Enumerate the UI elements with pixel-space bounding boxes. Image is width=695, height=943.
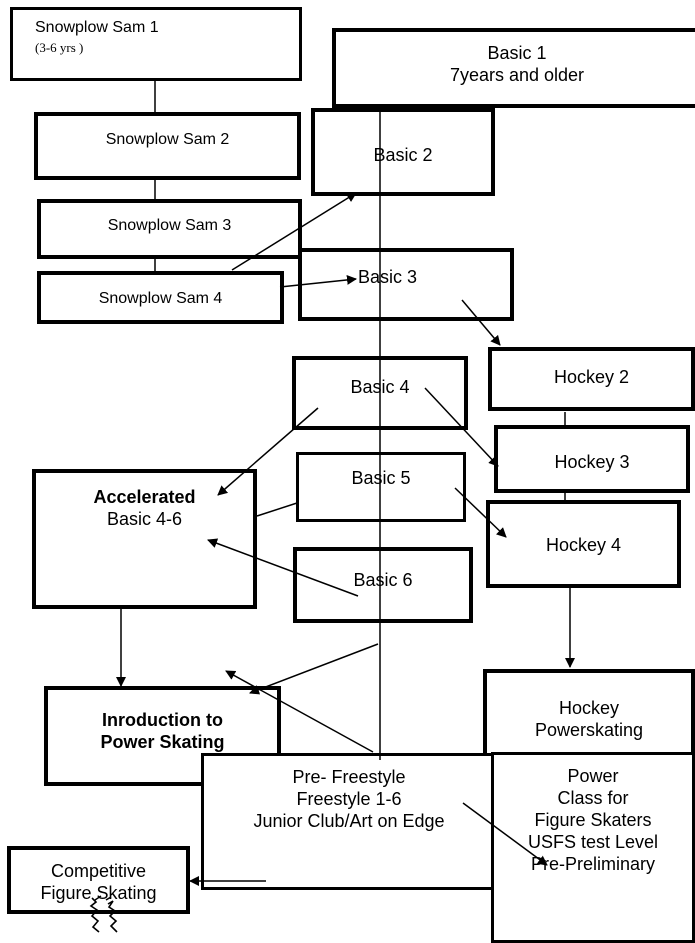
basic-2-label: Basic 2 — [373, 145, 433, 165]
snowplow-sam-2-label: Snowplow Sam 2 — [105, 131, 230, 148]
freestyle-line3: Junior Club/Art on Edge — [253, 811, 445, 831]
intro-power-line2: Power Skating — [100, 732, 225, 752]
box-basic-6: Basic 6 — [293, 547, 473, 623]
line-basic5-accelerated — [256, 502, 298, 517]
box-basic-4: Basic 4 — [292, 356, 468, 430]
snowplow-sam-3-label: Snowplow Sam 3 — [107, 217, 232, 234]
power-figure-line1: Power — [567, 766, 619, 786]
basic-3-label: Basic 3 — [358, 267, 418, 287]
box-basic-2: Basic 2 — [311, 108, 495, 196]
box-snowplow-sam-2: Snowplow Sam 2 — [34, 112, 301, 180]
box-basic-5: Basic 5 — [296, 452, 466, 522]
basic-1-label: Basic 1 — [487, 43, 547, 63]
power-figure-line3: Figure Skaters — [534, 810, 652, 830]
intro-power-line1: Inroduction to — [102, 710, 223, 730]
competitive-line1: Competitive — [50, 861, 147, 881]
box-hockey-3: Hockey 3 — [494, 425, 690, 493]
power-figure-line2: Class for — [557, 788, 629, 808]
hockey-2-label: Hockey 2 — [553, 367, 630, 387]
power-figure-line5: Pre-Preliminary — [530, 854, 656, 874]
basic-5-label: Basic 5 — [351, 468, 411, 488]
box-hockey-4: Hockey 4 — [486, 500, 681, 588]
box-accelerated: Accelerated Basic 4-6 — [32, 469, 257, 609]
figure-skater-icon — [89, 895, 118, 933]
box-power-figure-skaters: Power Class for Figure Skaters USFS test… — [491, 752, 695, 943]
freestyle-line1: Pre- Freestyle — [292, 767, 406, 787]
box-snowplow-sam-3: Snowplow Sam 3 — [37, 199, 302, 259]
hockey-3-label: Hockey 3 — [554, 452, 630, 472]
snowplow-sam-4-label: Snowplow Sam 4 — [98, 290, 223, 307]
power-figure-line4: USFS test Level — [527, 832, 659, 852]
basic-1-age: 7years and older — [449, 65, 585, 85]
box-hockey-2: Hockey 2 — [488, 347, 695, 411]
snowplow-sam-1-age: (3-6 yrs ) — [35, 40, 84, 55]
freestyle-line2: Freestyle 1-6 — [296, 789, 402, 809]
hockey-power-line2: Powerskating — [534, 720, 644, 740]
basic-4-label: Basic 4 — [350, 377, 410, 397]
basic-6-label: Basic 6 — [353, 570, 413, 590]
hockey-4-label: Hockey 4 — [545, 535, 622, 555]
accelerated-title: Accelerated — [93, 487, 196, 507]
box-basic-1: Basic 1 7years and older — [332, 28, 695, 108]
box-snowplow-sam-1: Snowplow Sam 1 (3-6 yrs ) — [10, 7, 302, 81]
accelerated-subtitle: Basic 4-6 — [106, 509, 183, 529]
box-basic-3: Basic 3 — [298, 248, 514, 321]
box-competitive-figure-skating: Competitive Figure Skating — [7, 846, 190, 914]
hockey-power-line1: Hockey — [558, 698, 620, 718]
competitive-line2: Figure Skating — [40, 883, 157, 903]
box-freestyle: Pre- Freestyle Freestyle 1-6 Junior Club… — [201, 753, 497, 890]
box-snowplow-sam-4: Snowplow Sam 4 — [37, 271, 284, 324]
snowplow-sam-1-label: Snowplow Sam 1 — [35, 19, 159, 36]
